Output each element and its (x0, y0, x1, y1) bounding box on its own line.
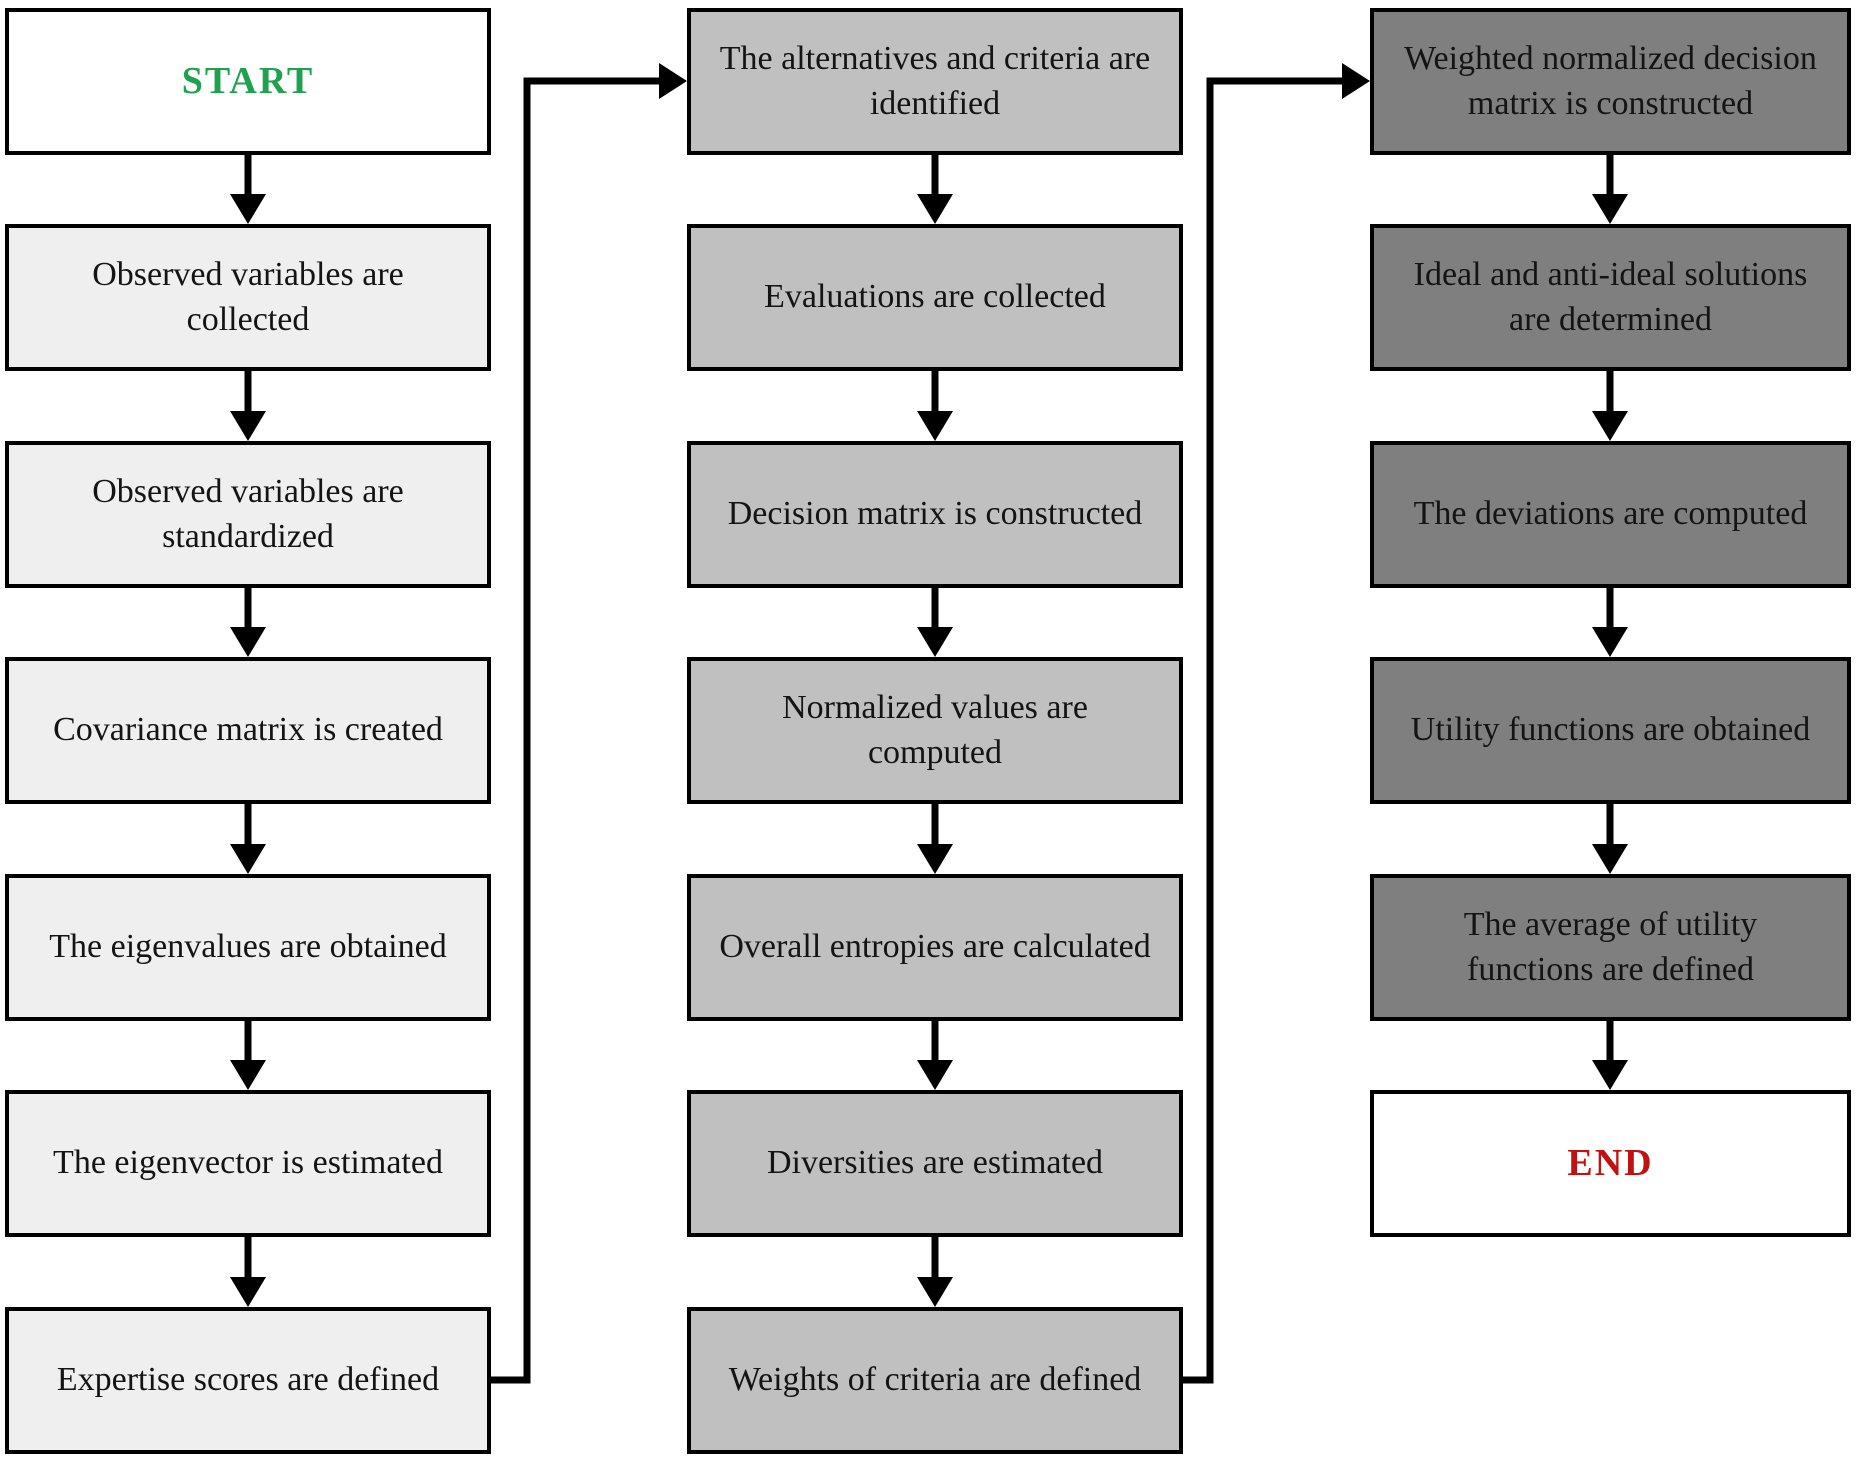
flow-box-utility-functions-obtained: Utility functions are obtained (1370, 657, 1851, 804)
flow-box-observed-variables-collected: Observed variables are collected (5, 224, 491, 371)
flow-box-eigenvector-estimated: The eigenvector is estimated (5, 1090, 491, 1237)
flow-box-normalized-values-computed: Normalized values are computed (687, 657, 1183, 804)
flow-box-observed-variables-standardized: Observed variables are standardized (5, 441, 491, 588)
flow-box-covariance-matrix-created: Covariance matrix is created (5, 657, 491, 804)
flow-box-evaluations-collected: Evaluations are collected (687, 224, 1183, 371)
column2-to-column3-connector (1183, 77, 1344, 1384)
flow-box-eigenvalues-obtained: The eigenvalues are obtained (5, 874, 491, 1021)
flow-box-expertise-scores-defined: Expertise scores are defined (5, 1307, 491, 1454)
flow-box-diversities-estimated: Diversities are estimated (687, 1090, 1183, 1237)
flow-box-overall-entropies-calculated: Overall entropies are calculated (687, 874, 1183, 1021)
flow-box-ideal-solutions-determined: Ideal and anti-ideal solutions are deter… (1370, 224, 1851, 371)
flow-box-alternatives-criteria-identified: The alternatives and criteria are identi… (687, 8, 1183, 155)
flow-box-decision-matrix-constructed: Decision matrix is constructed (687, 441, 1183, 588)
flow-box-utility-average-defined: The average of utility functions are def… (1370, 874, 1851, 1021)
flow-box-start: START (5, 8, 491, 155)
flow-box-weighted-matrix-constructed: Weighted normalized decision matrix is c… (1370, 8, 1851, 155)
flow-box-criteria-weights-defined: Weights of criteria are defined (687, 1307, 1183, 1454)
flow-box-deviations-computed: The deviations are computed (1370, 441, 1851, 588)
flow-box-end: END (1370, 1090, 1851, 1237)
column1-to-column2-connector (490, 77, 661, 1384)
